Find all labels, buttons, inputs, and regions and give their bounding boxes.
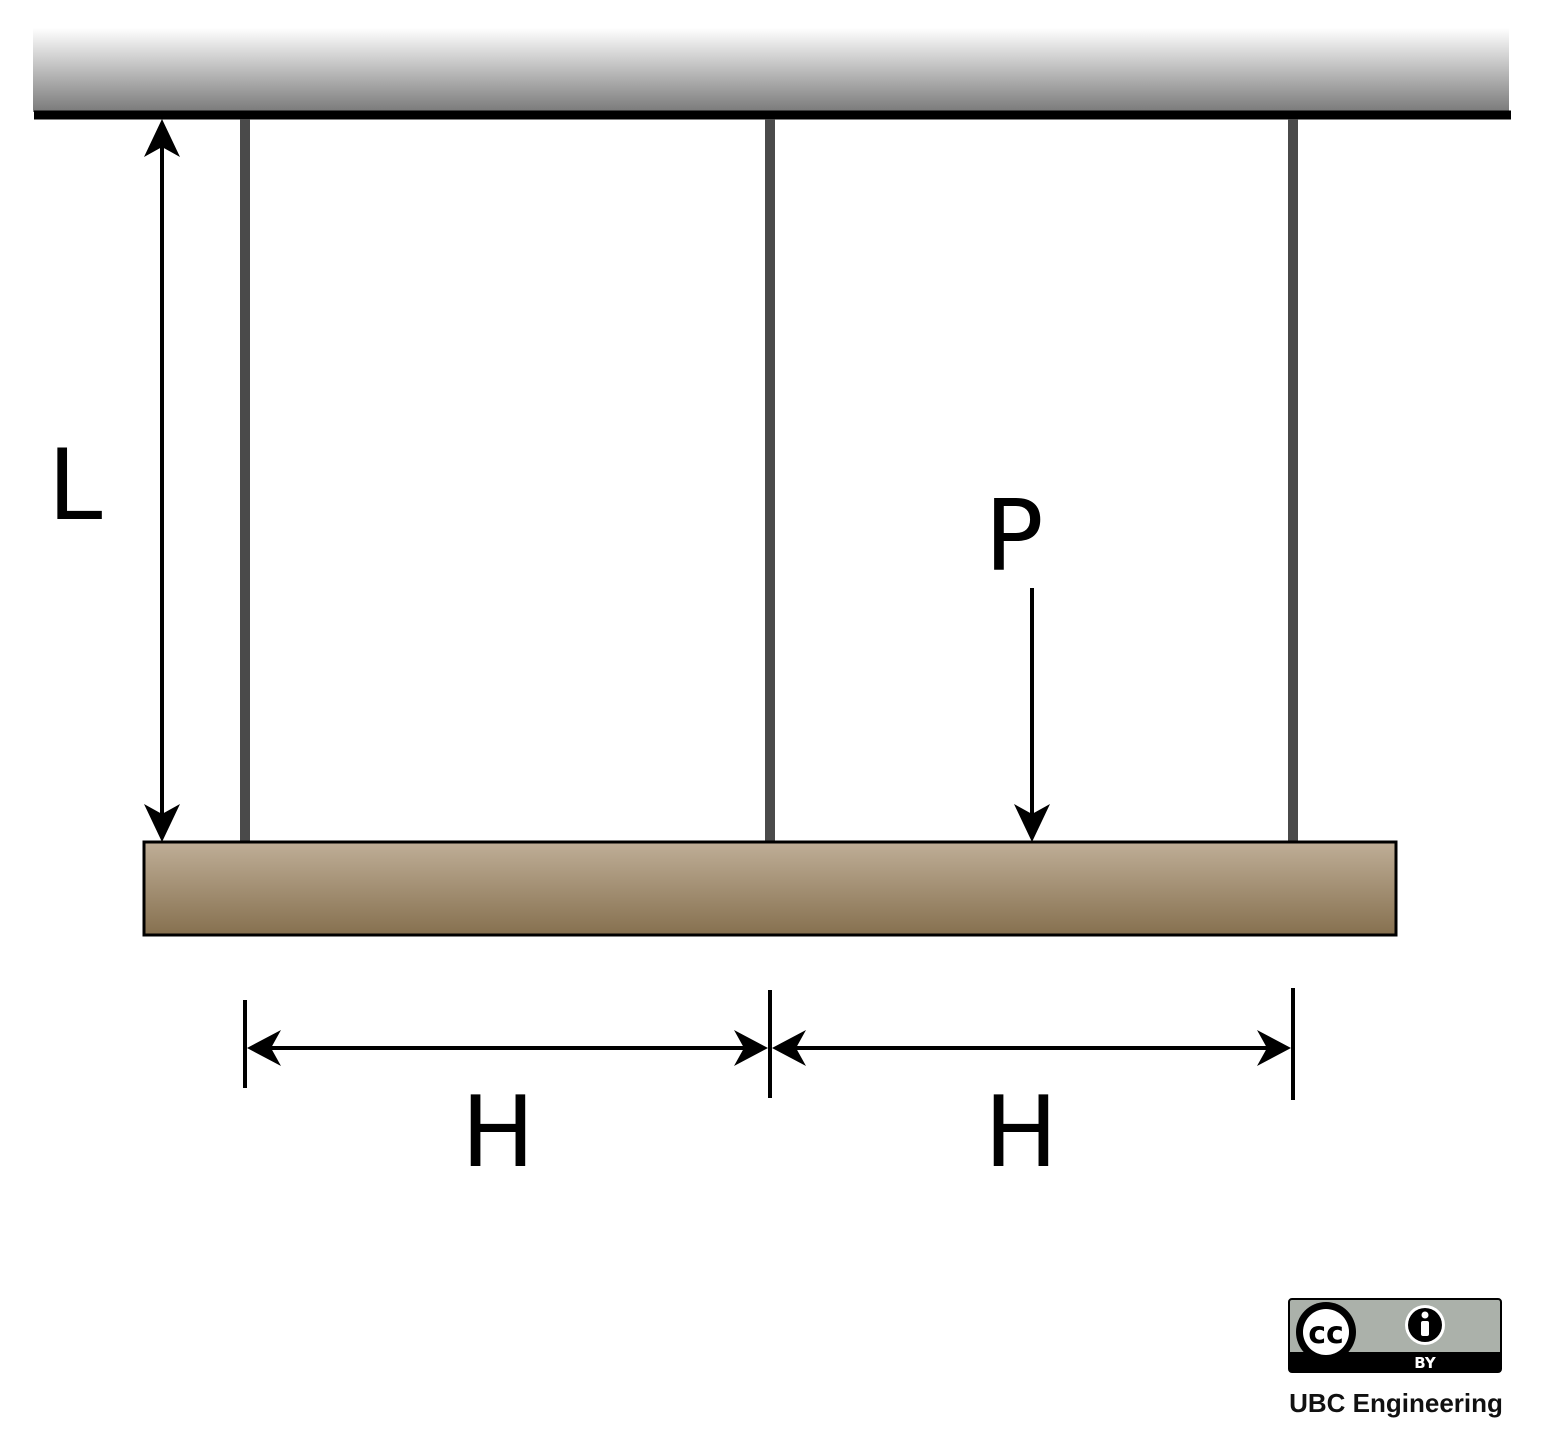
spacing-right-label: H [984, 1076, 1058, 1190]
svg-text:cc: cc [1308, 1316, 1344, 1351]
cc-icon: cc [1296, 1302, 1356, 1362]
cc-by-license-badge: cc BY [1288, 1298, 1502, 1373]
ceiling-support [33, 28, 1509, 112]
load-label: P [984, 480, 1043, 594]
credit-text: UBC Engineering [1289, 1388, 1503, 1418]
attribution-person-icon [1405, 1305, 1445, 1345]
spacing-dimension-lines [243, 988, 1295, 1100]
length-label: L [48, 429, 103, 543]
rigid-beam [142, 840, 1398, 937]
load-arrow [1014, 588, 1050, 842]
spacing-right-arrow [772, 1030, 1291, 1066]
spacing-left-arrow [247, 1030, 768, 1066]
length-dimension-arrow [144, 119, 180, 842]
spacing-left-label: H [461, 1076, 535, 1190]
by-label: BY [1414, 1354, 1437, 1372]
